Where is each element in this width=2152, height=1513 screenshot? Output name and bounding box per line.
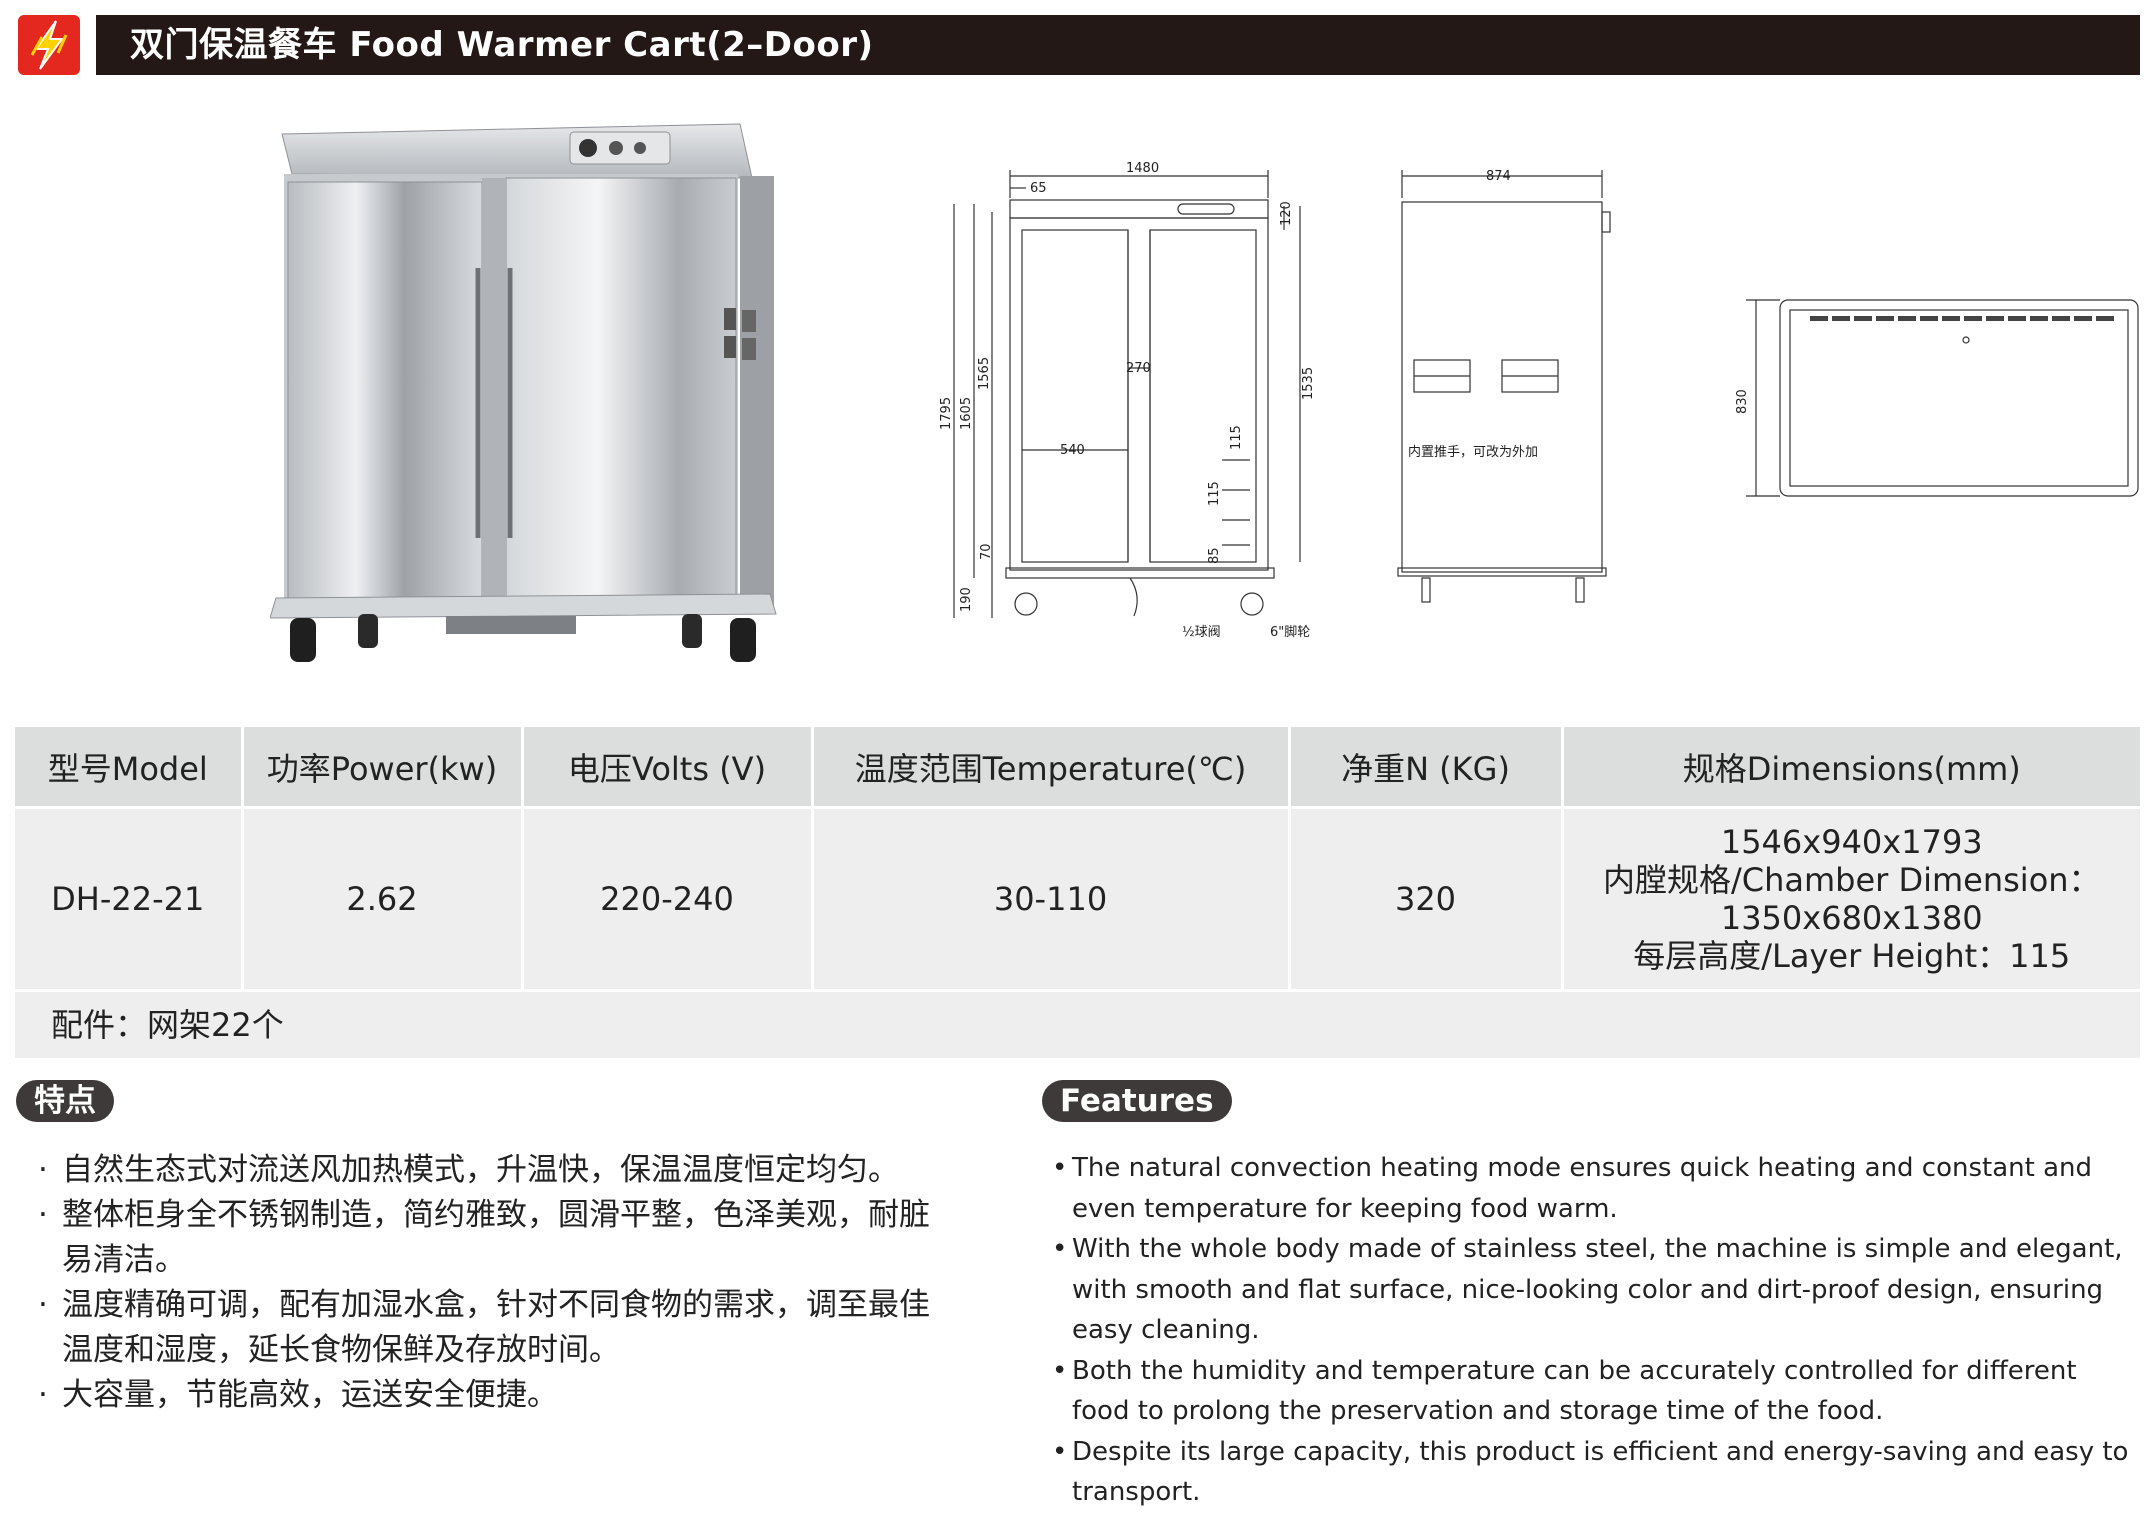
list-item: 整体柜身全不锈钢制造，简约雅致，圆滑平整，色泽美观，耐脏易清洁。 [38,1193,938,1283]
dim-left-offset: 65 [1030,181,1047,196]
col-header-volts: 电压Volts (V) [522,727,814,808]
header-bar: 双门保温餐车 Food Warmer Cart(2–Door) [18,15,2140,75]
list-item: Both the humidity and temperature can be… [1052,1351,2142,1432]
dim-shelf-gap-b: 115 [1207,481,1222,506]
cell-volts: 220-240 [522,806,814,991]
dim-inner-height: 1535 [1301,367,1316,400]
technical-drawing: 1480 65 120 1795 1605 1565 1535 270 540 … [930,150,2150,650]
col-header-power: 功率Power(kw) [242,727,524,808]
cell-power: 2.62 [242,806,524,991]
dimensions-line: 每层高度/Layer Height：115 [1633,937,2071,975]
dim-height-body: 1605 [959,397,974,430]
dim-height-door: 1565 [977,357,992,390]
table-header-row: 型号Model 功率Power(kw) 电压Volts (V) 温度范围Temp… [15,727,2140,808]
cell-accessories: 配件：网架22个 [15,989,2140,1058]
spec-table: 型号Model 功率Power(kw) 电压Volts (V) 温度范围Temp… [15,727,2140,1058]
product-photo [269,118,790,693]
dim-mullion: 270 [1126,361,1151,376]
dim-caster-height: 190 [959,587,974,612]
dim-plinth: 70 [979,543,994,560]
dim-shelf-gap-a: 115 [1229,425,1244,450]
list-item: The natural convection heating mode ensu… [1052,1148,2142,1229]
col-header-temperature: 温度范围Temperature(℃) [812,727,1291,808]
dim-door-width: 540 [1060,443,1085,458]
cell-dimensions: 1546x940x1793 内膛规格/Chamber Dimension： 13… [1562,806,2140,991]
title-bar: 双门保温餐车 Food Warmer Cart(2–Door) [96,15,2140,75]
page-title: 双门保温餐车 Food Warmer Cart(2–Door) [130,25,874,65]
cell-weight: 320 [1289,806,1564,991]
list-item: 自然生态式对流送风加热模式，升温快，保温温度恒定均匀。 [38,1148,938,1193]
dim-side-depth: 874 [1486,169,1511,184]
table-row: DH-22-21 2.62 220-240 30-110 320 1546x94… [15,806,2140,991]
dim-bottom-shelf: 85 [1207,547,1222,564]
label-valve: ½球阀 [1182,625,1221,640]
dimensions-line: 内膛规格/Chamber Dimension： [1602,861,2101,899]
dimensions-line: 1546x940x1793 [1720,823,1983,861]
label-caster: 6"脚轮 [1270,624,1310,640]
cell-temperature: 30-110 [812,806,1291,991]
dim-top-depth: 830 [1735,389,1750,414]
table-row-accessories: 配件：网架22个 [15,989,2140,1058]
dim-front-width: 1480 [1126,161,1159,176]
col-header-dimensions: 规格Dimensions(mm) [1562,727,2140,808]
dim-top-panel: 120 [1279,201,1294,226]
label-handle-note: 内置推手，可改为外加 [1408,444,1538,460]
features-cn-badge: 特点 [16,1080,114,1122]
list-item: 温度精确可调，配有加湿水盒，针对不同食物的需求，调至最佳温度和湿度，延长食物保鲜… [38,1283,938,1373]
list-item: Despite its large capacity, this product… [1052,1432,2142,1513]
list-item: 大容量，节能高效，运送安全便捷。 [38,1373,938,1418]
dimensions-line: 1350x680x1380 [1720,899,1983,937]
list-item: With the whole body made of stainless st… [1052,1229,2142,1351]
col-header-model: 型号Model [15,727,244,808]
col-header-weight: 净重N (KG) [1289,727,1564,808]
dim-height-total: 1795 [939,397,954,430]
features-en-badge: Features [1042,1080,1232,1122]
features-cn-list: 自然生态式对流送风加热模式，升温快，保温温度恒定均匀。 整体柜身全不锈钢制造，简… [38,1148,938,1418]
lightning-bolt-icon [18,15,80,75]
cell-model: DH-22-21 [15,806,244,991]
